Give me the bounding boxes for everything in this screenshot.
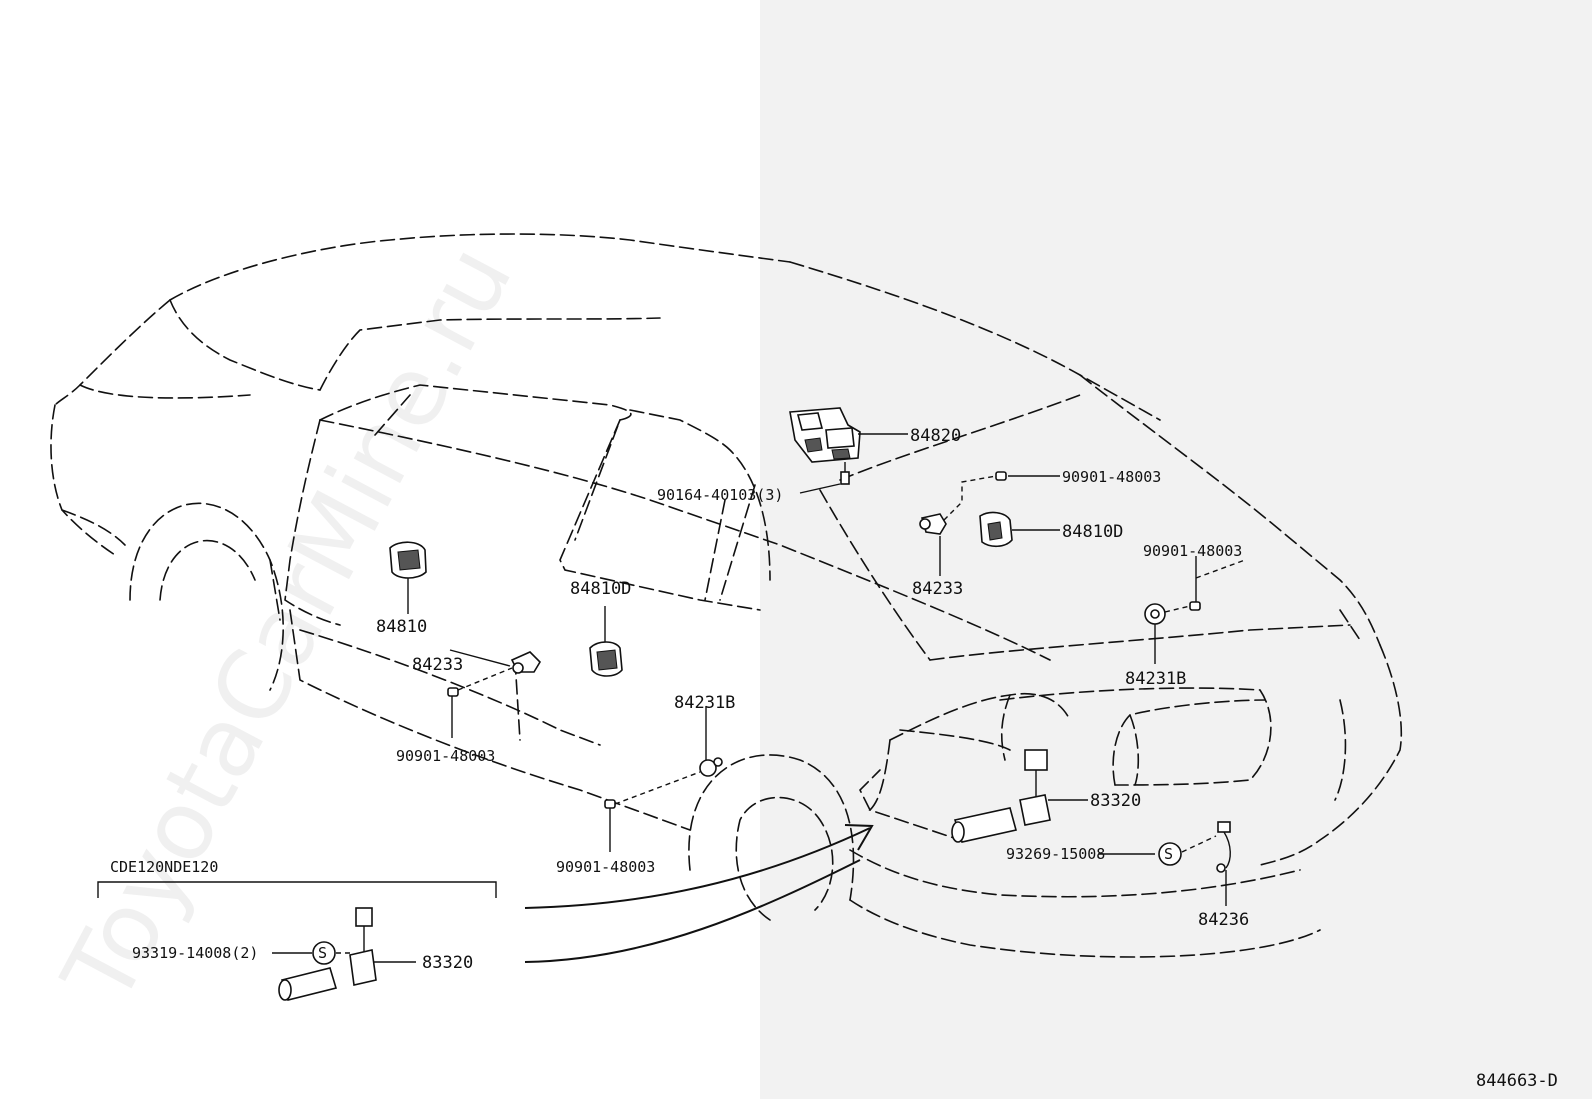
- inset-title: CDE120NDE120: [110, 858, 218, 876]
- s-symbol-right: S: [1164, 845, 1173, 863]
- label-90901-48003-left: 90901-48003: [396, 747, 495, 765]
- screw-master-switch: [840, 462, 850, 485]
- bulb-left: [447, 687, 459, 697]
- fuel-sender-gauge: [951, 749, 1051, 843]
- label-84233-left: 84233: [412, 655, 463, 675]
- label-83320-inset: 83320: [422, 953, 473, 973]
- fuel-sensor: [1216, 821, 1231, 873]
- front-left-window-switch: [389, 541, 427, 579]
- leader-lines: [272, 433, 1246, 965]
- label-90901-48003-bottom: 90901-48003: [556, 858, 655, 876]
- bulb-top-right: [995, 471, 1007, 481]
- courtesy-lamp-left: [510, 651, 542, 674]
- label-83320: 83320: [1090, 791, 1141, 811]
- inset-fuel-gauge: [278, 907, 377, 1001]
- watermark: ToyotaCarMine.ru: [41, 228, 534, 1022]
- car-outline: [50, 233, 1403, 958]
- rear-right-window-switch: [979, 511, 1013, 548]
- label-90164-40103: 90164-40103(3): [657, 486, 783, 504]
- label-84820: 84820: [910, 426, 961, 446]
- shaded-right-half: [760, 0, 1592, 1099]
- label-90901-48003-right: 90901-48003: [1143, 542, 1242, 560]
- s-symbol-inset: S: [318, 944, 327, 962]
- label-90901-48003-top-right: 90901-48003: [1062, 468, 1161, 486]
- label-84236: 84236: [1198, 910, 1249, 930]
- label-93319-14008: 93319-14008(2): [132, 944, 258, 962]
- diagram-code: 844663-D: [1476, 1071, 1558, 1091]
- label-84810D-left: 84810D: [570, 579, 631, 599]
- label-84233-right: 84233: [912, 579, 963, 599]
- label-93269-15008: 93269-15008: [1006, 845, 1105, 863]
- inset-bracket: [97, 881, 497, 898]
- bulb-bottom: [604, 799, 616, 809]
- label-84231B-right: 84231B: [1125, 669, 1186, 689]
- courtesy-switch-right: [1144, 601, 1201, 625]
- courtesy-lamp-right: [919, 513, 947, 535]
- label-84231B-left: 84231B: [674, 693, 735, 713]
- label-84810: 84810: [376, 617, 427, 637]
- arrows: [524, 824, 874, 963]
- master-window-switch: [789, 407, 861, 463]
- courtesy-switch-left: [699, 757, 723, 777]
- rear-left-window-switch: [589, 641, 623, 677]
- label-84810D-right: 84810D: [1062, 522, 1123, 542]
